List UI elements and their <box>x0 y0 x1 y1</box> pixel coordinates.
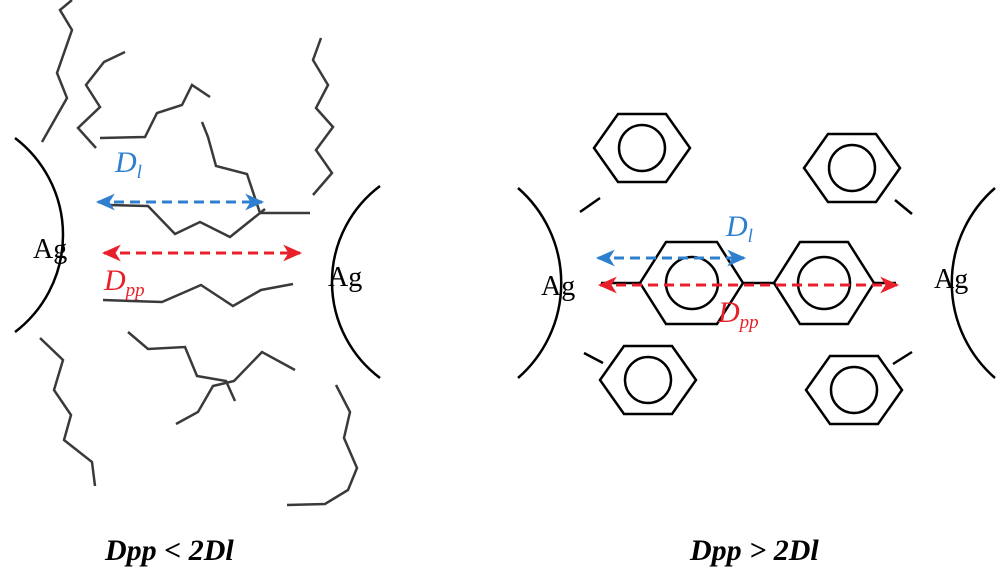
ag-label-right: Ag <box>328 262 362 293</box>
alkyl-chain <box>200 121 310 215</box>
benzene-ring <box>802 132 902 204</box>
ag-particle-right <box>950 187 996 379</box>
alkyl-chain <box>99 83 211 140</box>
dl-label-subscript: l <box>748 226 753 247</box>
left-panel: Ag Ag Dl Dpp Dpp < 2Dl <box>14 0 381 567</box>
alkyl-chain <box>102 282 294 308</box>
ag-label-left: Ag <box>541 271 575 302</box>
dpp-label-subscript: pp <box>124 280 145 301</box>
alkyl-chain <box>311 37 335 196</box>
benzene-ring <box>592 112 692 184</box>
ag-particle-left <box>14 137 65 333</box>
dl-label: Dl <box>725 210 753 247</box>
bond <box>894 199 913 215</box>
dpp-label-main: D <box>103 264 126 297</box>
alkyl-chain <box>39 337 97 487</box>
ag-particle-left <box>517 187 563 379</box>
dl-label-main: D <box>725 210 748 243</box>
alkyl-chain <box>127 331 237 402</box>
caption-right: Dpp > 2Dl <box>689 534 819 567</box>
dl-label: Dl <box>114 146 142 183</box>
dpp-label: Dpp <box>717 296 759 333</box>
dpp-label-subscript: pp <box>738 312 759 333</box>
bond <box>579 196 601 214</box>
alkyl-chain <box>107 203 266 239</box>
ag-label-right: Ag <box>934 264 968 295</box>
alkyl-chains <box>39 0 359 507</box>
benzene-rings <box>592 112 904 426</box>
alkyl-chain <box>40 0 74 143</box>
bond <box>583 351 604 365</box>
alkyl-chain <box>286 384 359 507</box>
dl-label-subscript: l <box>137 162 142 183</box>
ag-particle-right <box>330 185 381 379</box>
ag-label-left: Ag <box>33 234 67 265</box>
alkyl-chain <box>76 50 126 149</box>
benzene-ring <box>804 354 904 426</box>
bond <box>892 350 913 366</box>
alkyl-chain <box>175 350 296 426</box>
benzene-ring <box>598 344 698 416</box>
dpp-label: Dpp <box>103 264 145 301</box>
dl-label-main: D <box>114 146 137 179</box>
benzene-ring <box>772 240 876 326</box>
right-panel: Ag Ag Dl Dpp Dpp > 2Dl <box>517 112 996 567</box>
caption-left: Dpp < 2Dl <box>104 534 234 567</box>
dpp-label-main: D <box>717 296 740 329</box>
